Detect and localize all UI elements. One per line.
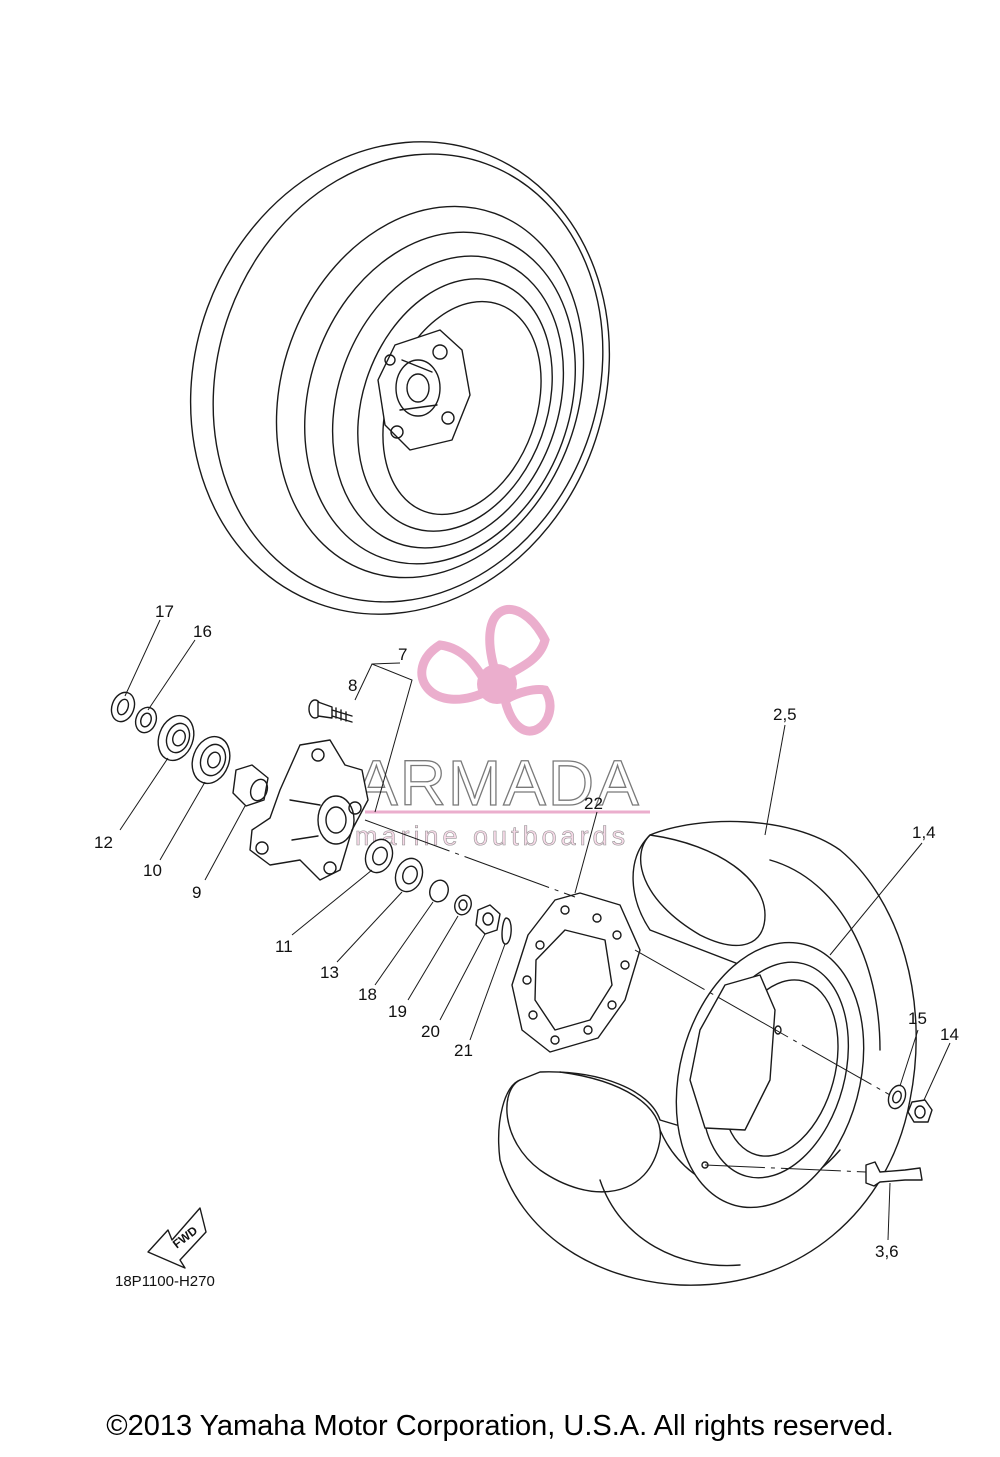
wheel-hub [249, 739, 369, 881]
propeller-hub-icon [477, 664, 517, 704]
callout-label: 11 [275, 937, 293, 956]
callout-labels: 17 16 12 10 9 7 8 11 13 18 19 20 21 22 2… [94, 602, 959, 1261]
drawing-code: 18P1100-H270 [115, 1273, 215, 1290]
callout-label: 3,6 [875, 1242, 899, 1261]
callout-label: 10 [143, 861, 162, 880]
callout-label: 12 [94, 833, 113, 852]
callout-label: 18 [358, 985, 377, 1004]
watermark-brand: ARMADA [355, 747, 641, 819]
fwd-arrow-icon: FWD [147, 1207, 207, 1269]
callout-label: 21 [454, 1041, 473, 1060]
bearing-stack-right [364, 838, 512, 945]
watermark-logo: ARMADA marine outboards [354, 605, 650, 851]
callout-label: 15 [908, 1009, 927, 1028]
bearing-stack-left [110, 691, 269, 807]
callout-label: 19 [388, 1002, 407, 1021]
watermark-tagline: marine outboards [355, 821, 629, 851]
propeller-blade-icon [499, 685, 555, 736]
callout-label: 8 [348, 676, 357, 695]
callout-label: 20 [421, 1022, 440, 1041]
callout-label: 7 [398, 645, 407, 664]
brake-disc [511, 892, 641, 1053]
callout-label: 9 [192, 883, 201, 902]
callout-label: 1,4 [912, 823, 936, 842]
callout-label: 14 [940, 1025, 959, 1044]
leader-lines [119, 619, 951, 1241]
assembly-lines [364, 819, 891, 1173]
rim-exploded [675, 941, 865, 1209]
propeller-blade-icon [485, 605, 550, 687]
callout-label: 22 [584, 794, 603, 813]
hub-bolt [308, 699, 353, 723]
assembled-wheel [189, 141, 611, 615]
washer-nut-valve [865, 1084, 933, 1187]
callout-label: 2,5 [773, 705, 797, 724]
copyright-notice: ©2013 Yamaha Motor Corporation, U.S.A. A… [106, 1410, 894, 1442]
callout-label: 16 [193, 622, 212, 641]
callout-label: 17 [155, 602, 174, 621]
propeller-blade-icon [417, 640, 497, 704]
callout-label: 13 [320, 963, 339, 982]
